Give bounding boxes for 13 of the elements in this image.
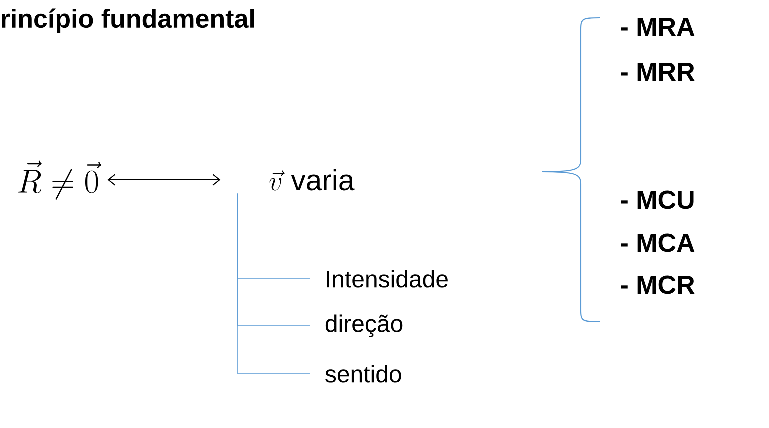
tree-line [238, 193, 310, 374]
formula: $\vec{v}\ \text{varia}$ [270, 169, 355, 191]
list-item: - MCU [621, 190, 694, 210]
item-text: direção [326, 314, 403, 338]
item-text: sentido [326, 365, 402, 383]
list-item: - MCA [621, 234, 695, 252]
item-text: Intensidade [327, 270, 448, 288]
title: rincípio fundamental [2, 8, 254, 34]
formula: $\vec{R} \neq \vec{0}$ [18, 160, 102, 200]
list-item: - MRA [621, 18, 695, 36]
list-item: - MRR [621, 63, 695, 81]
list-item: - MCR [621, 276, 695, 294]
double-arrow [108, 174, 221, 186]
